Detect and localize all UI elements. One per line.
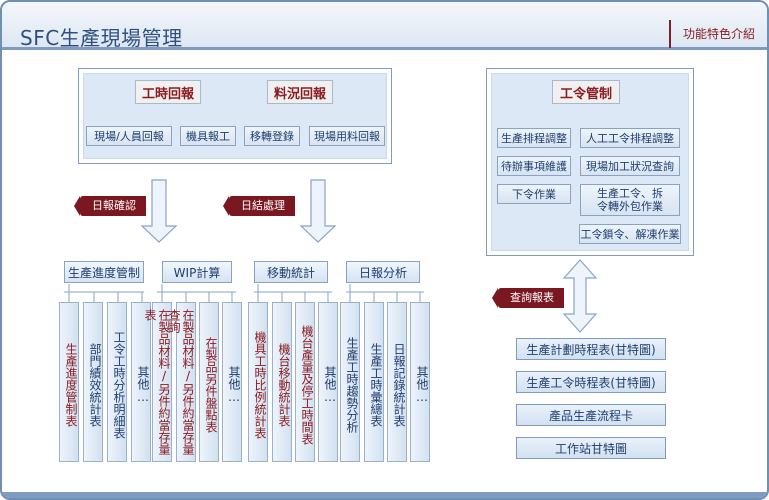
- group-title: 工時回報: [141, 86, 194, 102]
- report-panel: [78, 68, 392, 164]
- report-panel-inner: [83, 73, 387, 159]
- column-item: 生產工時彙總表: [364, 302, 384, 462]
- column-item: 在製品材料/另件約當存量查詢: [167, 302, 196, 462]
- column-item: 生產進度管制表: [59, 302, 79, 462]
- report-process-card[interactable]: 產品生產流程卡: [516, 404, 666, 426]
- item-issue-order: 下令作業: [497, 184, 571, 204]
- column-item: 其他…: [410, 302, 430, 462]
- work-order-title: 工令管制: [552, 80, 620, 104]
- work-order-title-text: 工令管制: [559, 86, 612, 102]
- column-item: 在製品另件盤點表: [199, 302, 219, 462]
- item-site-status-query: 現場加工狀況查詢: [580, 156, 680, 176]
- header-bar: SFC生產現場管理 功能特色介紹: [2, 2, 767, 50]
- group-title: 料況回報: [273, 86, 326, 102]
- category-movement-stats: 移動統計: [254, 261, 328, 283]
- report-workstation-gantt[interactable]: 工作站甘特圖: [516, 437, 666, 459]
- badge-daily-close: 日結處理: [223, 196, 295, 216]
- column-item: 其他…: [222, 302, 242, 462]
- category-daily-analysis: 日報分析: [346, 261, 420, 283]
- column-item: 生產工時趨勢分析: [340, 302, 360, 462]
- column-item: 日報記錄統計表: [387, 302, 407, 462]
- item-split-outsource: 生產工令、拆令轉外包作業: [580, 184, 680, 216]
- column-item: 機台產量及停工時間表: [295, 302, 315, 462]
- category-wip: WIP計算: [162, 261, 232, 283]
- group-labor-hours: 工時回報: [135, 80, 201, 104]
- item-transfer-register: 移轉登錄: [244, 126, 300, 146]
- item-site-material-report: 現場用料回報: [309, 126, 385, 146]
- group-material-status: 料況回報: [267, 80, 333, 104]
- item-lock-unfreeze: 工令鎖令、解凍作業: [579, 224, 681, 244]
- column-item: 部門績效統計表: [83, 302, 103, 462]
- column-item: 其他…: [131, 302, 151, 462]
- column-item: 其他…: [318, 302, 338, 462]
- item-machine-report: 機具報工: [180, 126, 236, 146]
- badge-query-report: 查詢報表: [492, 288, 564, 308]
- column-item: 工令工時分析明細表: [107, 302, 127, 462]
- category-progress-control: 生產進度管制: [64, 261, 144, 283]
- badge-daily-confirm: 日報確認: [74, 196, 146, 216]
- page-title: SFC生產現場管理: [20, 26, 183, 50]
- column-item: 機台移動統計表: [272, 302, 292, 462]
- column-item: 機具工時比例統計表: [248, 302, 268, 462]
- report-work-order-gantt[interactable]: 生產工令時程表(甘特圖): [516, 371, 666, 393]
- item-todo-maintain: 待辦事項維護: [497, 156, 571, 176]
- feature-intro-link[interactable]: 功能特色介紹: [669, 20, 767, 48]
- item-site-personnel-report: 現場/人員回報: [86, 126, 172, 146]
- item-split-outsource-text: 生產工令、拆令轉外包作業: [597, 187, 663, 213]
- item-schedule-adjust: 生產排程調整: [497, 128, 571, 148]
- column-item: 在製品材料/另件約當存量表: [143, 302, 172, 462]
- report-production-plan-gantt[interactable]: 生產計劃時程表(甘特圖): [516, 338, 666, 360]
- bottom-bar: [2, 492, 767, 498]
- item-manual-schedule-adjust: 人工工令排程調整: [580, 128, 680, 148]
